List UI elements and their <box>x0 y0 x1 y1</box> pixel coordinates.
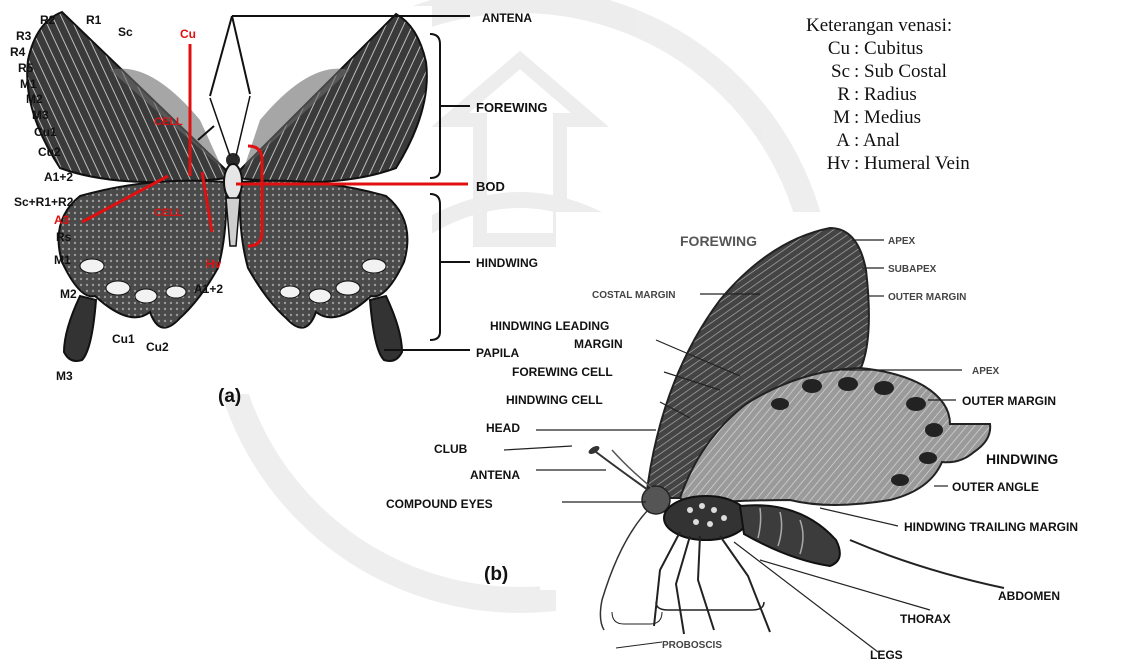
b-legs-label: LEGS <box>870 648 903 662</box>
lateral-thorax <box>664 496 748 540</box>
b-forewing-cell-label: FOREWING CELL <box>512 365 613 379</box>
b-forewing-label: FOREWING <box>680 233 757 249</box>
b-abdomen-label: ABDOMEN <box>998 589 1060 603</box>
b-proboscis-label: PROBOSCIS <box>662 640 722 651</box>
b-apex2-label: APEX <box>972 366 1000 377</box>
b-antena-label: ANTENA <box>470 468 520 482</box>
b-outer-margin2-label: OUTER MARGIN <box>962 394 1056 408</box>
b-costal-margin-label: COSTAL MARGIN <box>592 290 676 301</box>
b-hindwing-trailing-label: HINDWING TRAILING MARGIN <box>904 520 1078 534</box>
b-outer-angle-label: OUTER ANGLE <box>952 480 1039 494</box>
b-head-label: HEAD <box>486 421 520 435</box>
b-club-label: CLUB <box>434 442 468 456</box>
b-thorax-label: THORAX <box>900 612 951 626</box>
b-hindwing-leading-label-2: MARGIN <box>574 337 623 351</box>
b-hindwing-label: HINDWING <box>986 451 1058 467</box>
b-subapex-label: SUBAPEX <box>888 264 937 275</box>
b-apex-label: APEX <box>888 236 916 247</box>
b-outer-margin-label: OUTER MARGIN <box>888 292 966 303</box>
b-compound-eyes-label: COMPOUND EYES <box>386 497 493 511</box>
panel-b-caption: (b) <box>484 564 508 585</box>
b-hindwing-cell-label: HINDWING CELL <box>506 393 603 407</box>
b-hindwing-leading-label-1: HINDWING LEADING <box>490 319 609 333</box>
